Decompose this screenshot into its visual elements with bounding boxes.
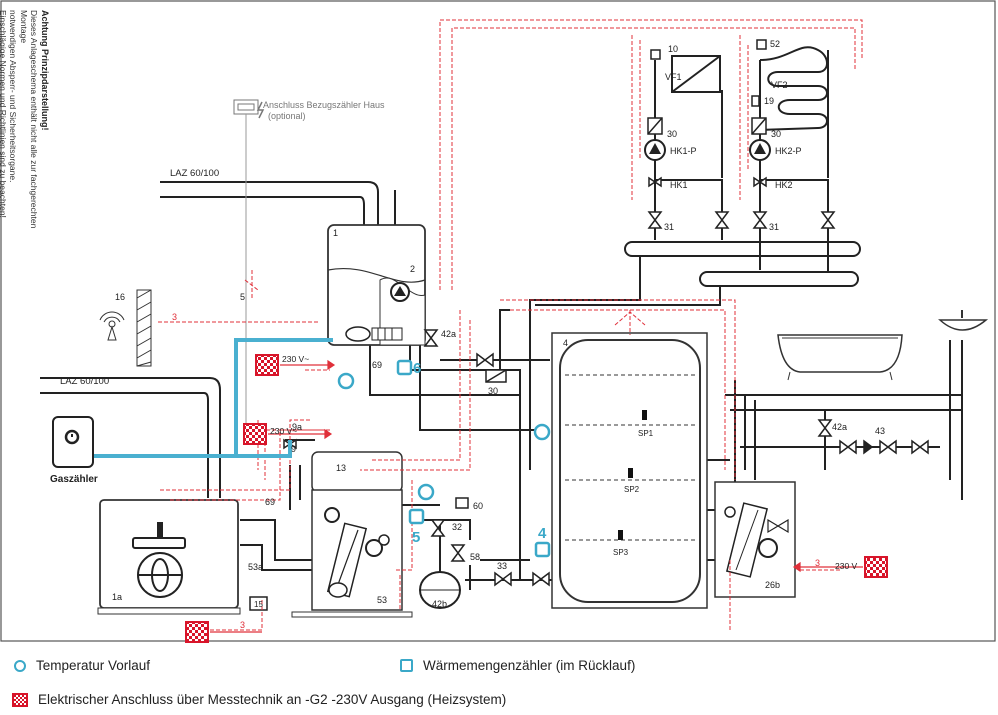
notice-line-1: Dieses Anlageschema enthält nicht alle z… xyxy=(19,10,40,229)
heat-meter-icon xyxy=(396,359,551,558)
storage-tank xyxy=(551,332,708,609)
heat-meter-icon xyxy=(400,659,413,672)
label-sp1: SP1 xyxy=(638,429,654,438)
label-53a: 53a xyxy=(248,562,263,572)
label-69a: 69 xyxy=(372,360,382,370)
label-hk1p: HK1-P xyxy=(670,146,697,156)
label-30c: 30 xyxy=(488,386,498,396)
electricity-meter-icon xyxy=(233,99,265,430)
label-42b: 42b xyxy=(432,599,447,609)
legend-flow-temp: Temperatur Vorlauf xyxy=(14,658,150,673)
label-16: 16 xyxy=(115,292,125,302)
sink-icon xyxy=(938,310,989,331)
sensor-label-4: 4 xyxy=(538,525,547,542)
legend-flow-temp-label: Temperatur Vorlauf xyxy=(36,658,151,673)
label-26b: 26b xyxy=(765,580,780,590)
label-43: 43 xyxy=(875,426,885,436)
label-58: 58 xyxy=(470,552,480,562)
label-31b: 31 xyxy=(769,222,779,232)
frame xyxy=(0,0,996,642)
label-3b: 3 xyxy=(240,620,245,630)
outdoor-sensor-16 xyxy=(99,289,152,367)
hydraulic-schematic: Anschluss Bezugszähler Haus (optional) L… xyxy=(0,0,996,643)
notice-line-3: Einschlägige Normen und Richtlinien sind… xyxy=(0,10,8,218)
label-gas-meter: Gaszähler xyxy=(50,474,98,485)
gas-meter-icon xyxy=(52,416,94,468)
label-19: 19 xyxy=(764,96,774,106)
label-3a: 3 xyxy=(172,312,177,322)
label-laz-bottom: LAZ 60/100 xyxy=(60,376,109,387)
label-voltage-3: 230 V xyxy=(835,561,858,571)
label-hk2: HK2 xyxy=(775,180,793,190)
sensor-labels: 4 5 6 xyxy=(412,360,547,546)
boiler-1a xyxy=(97,499,241,615)
label-4: 4 xyxy=(563,338,568,348)
label-10: 10 xyxy=(668,44,678,54)
label-vf1: VF1 xyxy=(665,72,682,82)
plug-arrows xyxy=(210,359,863,633)
pump-icon xyxy=(644,139,771,161)
label-31a: 31 xyxy=(664,222,674,232)
hk-components xyxy=(249,39,767,611)
legend-heat-meter-label: Wärmemengenzähler (im Rücklauf) xyxy=(423,658,636,673)
valves xyxy=(450,176,929,587)
label-sp3: SP3 xyxy=(613,548,629,557)
label-13: 13 xyxy=(336,463,346,473)
notice-line-2: notwendigen Absperr- und Sicherheitsorga… xyxy=(8,10,19,183)
label-meter-optional: (optional) xyxy=(268,111,306,121)
label-52: 52 xyxy=(770,39,780,49)
label-3c: 3 xyxy=(815,558,820,568)
legend-electric: Elektrischer Anschluss über Messtechnik … xyxy=(12,692,506,707)
legend-heat-meter: Wärmemengenzähler (im Rücklauf) xyxy=(400,658,635,673)
label-42a-1: 42a xyxy=(441,329,456,339)
label-sp2: SP2 xyxy=(624,485,640,494)
plug-icon xyxy=(185,354,888,643)
sensor-circle-icon xyxy=(14,659,26,672)
boiler-1 xyxy=(327,224,426,346)
label-53: 53 xyxy=(377,595,387,605)
label-9: 9 xyxy=(291,444,296,454)
label-1a: 1a xyxy=(112,592,122,602)
exchanger-26b xyxy=(714,481,796,598)
label-69b: 69 xyxy=(265,497,275,507)
gas-line xyxy=(94,338,333,458)
label-30b: 30 xyxy=(771,129,781,139)
label-33: 33 xyxy=(497,561,507,571)
unit-13-53 xyxy=(291,451,413,618)
label-hk1: HK1 xyxy=(670,180,688,190)
expansion-vessel-42b xyxy=(419,571,461,609)
legend: Temperatur Vorlauf Wärmemengenzähler (im… xyxy=(0,648,998,715)
label-5-meter: 5 xyxy=(240,292,245,302)
component-labels: Anschluss Bezugszähler Haus (optional) L… xyxy=(50,39,885,630)
sensor-label-6: 6 xyxy=(413,360,421,377)
label-laz-top: LAZ 60/100 xyxy=(170,168,219,179)
principle-notice: Achtung Prinzipdarstellung! Dieses Anlag… xyxy=(0,10,50,240)
label-voltage-1: 230 V~ xyxy=(282,354,309,364)
bathtub-icon xyxy=(777,334,903,381)
label-2: 2 xyxy=(410,264,415,274)
label-1: 1 xyxy=(333,228,338,238)
label-60: 60 xyxy=(473,501,483,511)
label-15: 15 xyxy=(254,600,263,609)
plug-icon xyxy=(12,692,28,707)
label-meter-connection: Anschluss Bezugszähler Haus xyxy=(263,100,385,110)
label-32: 32 xyxy=(452,522,462,532)
sensor-label-5: 5 xyxy=(412,529,420,546)
label-30a: 30 xyxy=(667,129,677,139)
label-9a: 9a xyxy=(292,422,302,432)
label-vf2: VF2 xyxy=(771,80,788,90)
legend-electric-label: Elektrischer Anschluss über Messtechnik … xyxy=(38,692,507,707)
notice-heading: Achtung Prinzipdarstellung! xyxy=(40,10,50,131)
label-42a-2: 42a xyxy=(832,422,847,432)
sensor-circle-icon xyxy=(337,372,551,501)
label-voltage-2: 230 V~ xyxy=(270,426,297,436)
label-hk2p: HK2-P xyxy=(775,146,802,156)
